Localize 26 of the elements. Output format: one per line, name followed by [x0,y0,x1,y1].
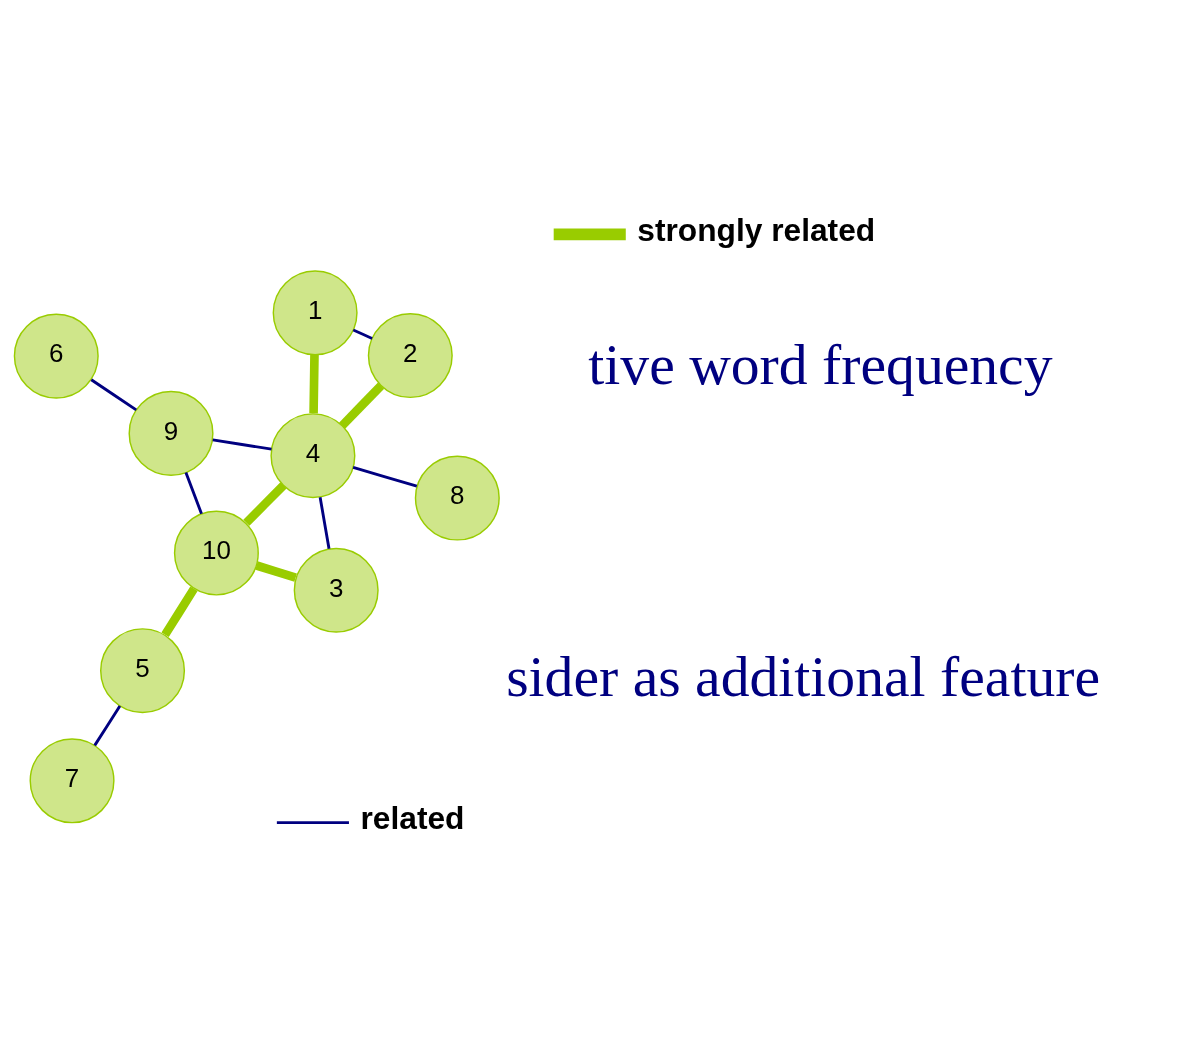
node-circle: 3 [293,547,379,633]
node-circle: 6 [13,313,99,399]
label: sider as additional feature [506,644,1101,708]
connector [339,382,385,429]
connector [255,560,297,582]
connector [318,496,331,549]
node-circle: 4 [270,412,356,498]
node-circle: 2 [367,312,453,398]
connector [161,585,198,637]
connector [352,328,373,340]
node-circle: 5 [100,627,186,713]
connector [184,471,203,514]
connector [243,481,287,526]
node-circle: 9 [128,390,214,476]
connector [212,438,272,451]
node-circle: 1 [272,269,358,355]
label: tive word frequency [588,332,1053,396]
node-circle: 8 [414,455,500,541]
connector [93,704,122,746]
connector [352,465,418,488]
legend-label: strongly related [637,211,876,248]
connector [309,354,319,413]
node-circle: 7 [29,737,115,823]
node-circle: 10 [173,510,259,596]
legend-label: related [360,799,465,836]
connector [90,378,137,411]
